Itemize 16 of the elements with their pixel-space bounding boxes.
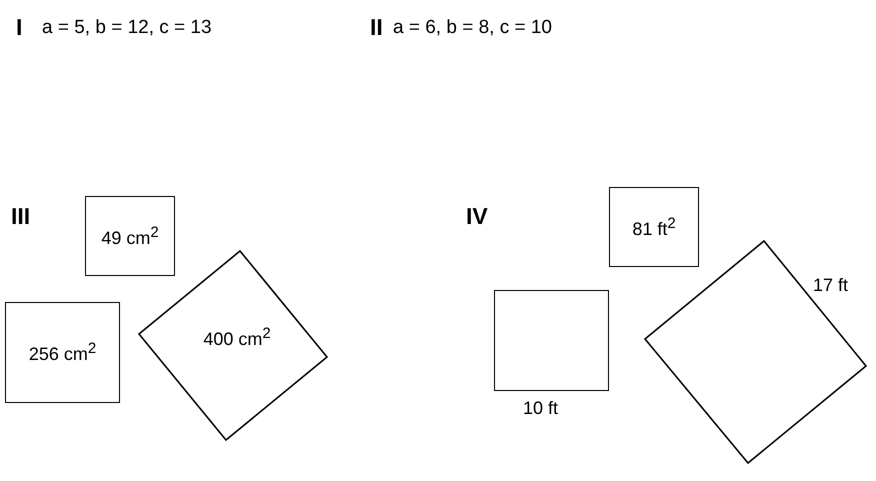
square xyxy=(85,196,175,276)
part-number: III xyxy=(11,205,30,228)
part-number: IV xyxy=(466,205,488,228)
side-lengths-text: a = 6, b = 8, c = 10 xyxy=(393,18,552,37)
side-lengths-text: a = 5, b = 12, c = 13 xyxy=(42,18,212,37)
area-label: 256 cm$^{2}$ xyxy=(28,340,96,365)
square xyxy=(609,187,699,267)
square xyxy=(5,302,120,403)
side-length-label: 17 ft xyxy=(813,276,848,294)
area-label: 400 cm$^{2}$ xyxy=(203,325,271,350)
part-number: I xyxy=(16,16,22,39)
side-length-label: 10 ft xyxy=(523,399,558,417)
part-number: II xyxy=(370,16,383,39)
area-label: 49 cm$^{2}$ xyxy=(101,224,159,248)
area-label: 81 ft$^{2}$ xyxy=(632,214,676,240)
square xyxy=(494,290,609,391)
